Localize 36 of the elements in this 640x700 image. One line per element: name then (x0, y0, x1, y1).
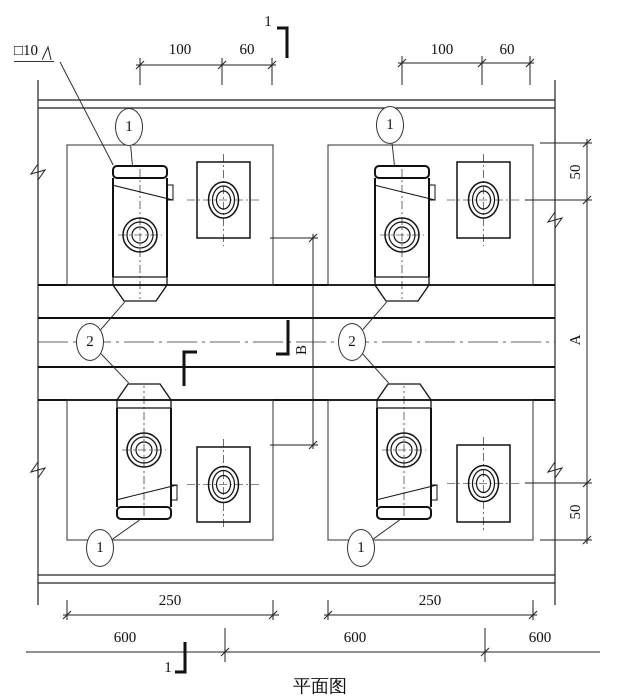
callout-number: 2 (76, 323, 104, 361)
dimension-text: B (294, 345, 310, 355)
leader-line (392, 143, 395, 166)
pump-drawing (372, 165, 436, 302)
dimension-text: 50 (568, 164, 584, 180)
dimension-text: 60 (240, 42, 254, 58)
leader-line (60, 62, 114, 166)
leader-line (100, 353, 130, 384)
leader-line (372, 520, 400, 540)
pump-drawing (374, 383, 438, 520)
dimension-text: 100 (430, 42, 454, 58)
leader-line (362, 302, 388, 330)
weld-note: □10 (14, 43, 54, 62)
dimension-text: 600 (114, 630, 136, 646)
callout-number: 1 (115, 108, 143, 146)
dimension-text: 100 (168, 42, 192, 58)
drawing-caption: 平面图 (293, 675, 347, 698)
dimension-text: 50 (568, 504, 584, 520)
pump-drawing (114, 383, 178, 520)
dimension-text: 1 (264, 14, 272, 30)
dimension-text: 600 (344, 630, 366, 646)
dimension-text: 60 (500, 42, 514, 58)
dimension-text: 600 (528, 630, 552, 646)
leader-line (130, 145, 133, 166)
pump-drawing (110, 165, 174, 302)
dimension-text: 250 (158, 593, 182, 609)
dimension-text: 250 (418, 593, 442, 609)
leader-line (362, 354, 390, 384)
callout-number: 2 (338, 323, 366, 361)
callout-number: 1 (86, 529, 114, 567)
dimension-text: 1 (164, 660, 172, 676)
dimension-text: A (568, 334, 584, 346)
leader-line (112, 520, 140, 540)
leader-line (100, 302, 126, 330)
callout-number: 1 (347, 529, 375, 567)
callout-number: 1 (376, 106, 404, 144)
